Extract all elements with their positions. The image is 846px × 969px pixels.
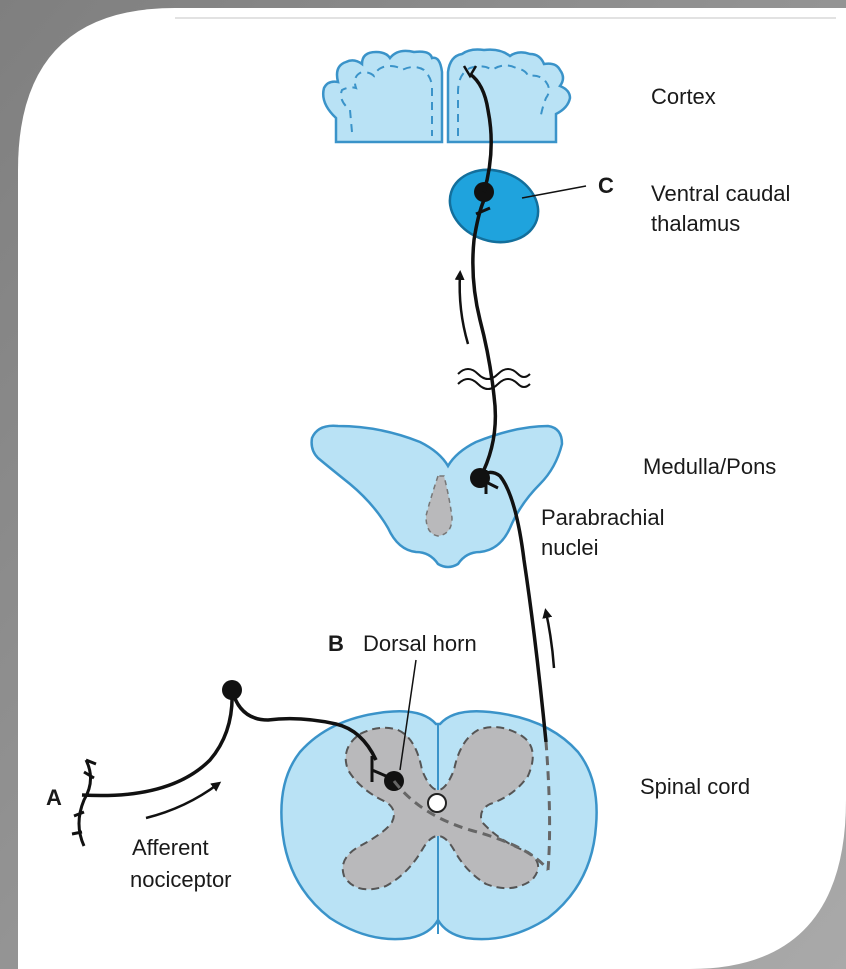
label-parabrachial-line2: nuclei xyxy=(541,534,598,562)
label-afferent-line2: nociceptor xyxy=(130,866,232,894)
label-parabrachial-line1: Parabrachial xyxy=(541,504,665,532)
label-spinal-cord: Spinal cord xyxy=(640,773,750,801)
label-dorsal-horn: Dorsal horn xyxy=(363,630,477,658)
cortex-right-hemisphere xyxy=(448,50,570,143)
central-canal xyxy=(428,794,446,812)
drg-cell-body xyxy=(222,680,242,700)
label-dorsal-horn-letter: B xyxy=(328,630,344,658)
label-afferent-line1: Afferent xyxy=(132,834,209,862)
label-nociceptor-letter: A xyxy=(46,784,62,812)
cortex-left-hemisphere xyxy=(323,51,442,142)
label-thalamus-letter: C xyxy=(598,172,614,200)
label-thalamus-line1: Ventral caudal xyxy=(651,180,790,208)
label-thalamus-line2: thalamus xyxy=(651,210,740,238)
label-cortex: Cortex xyxy=(651,83,716,111)
label-medulla-pons: Medulla/Pons xyxy=(643,453,776,481)
